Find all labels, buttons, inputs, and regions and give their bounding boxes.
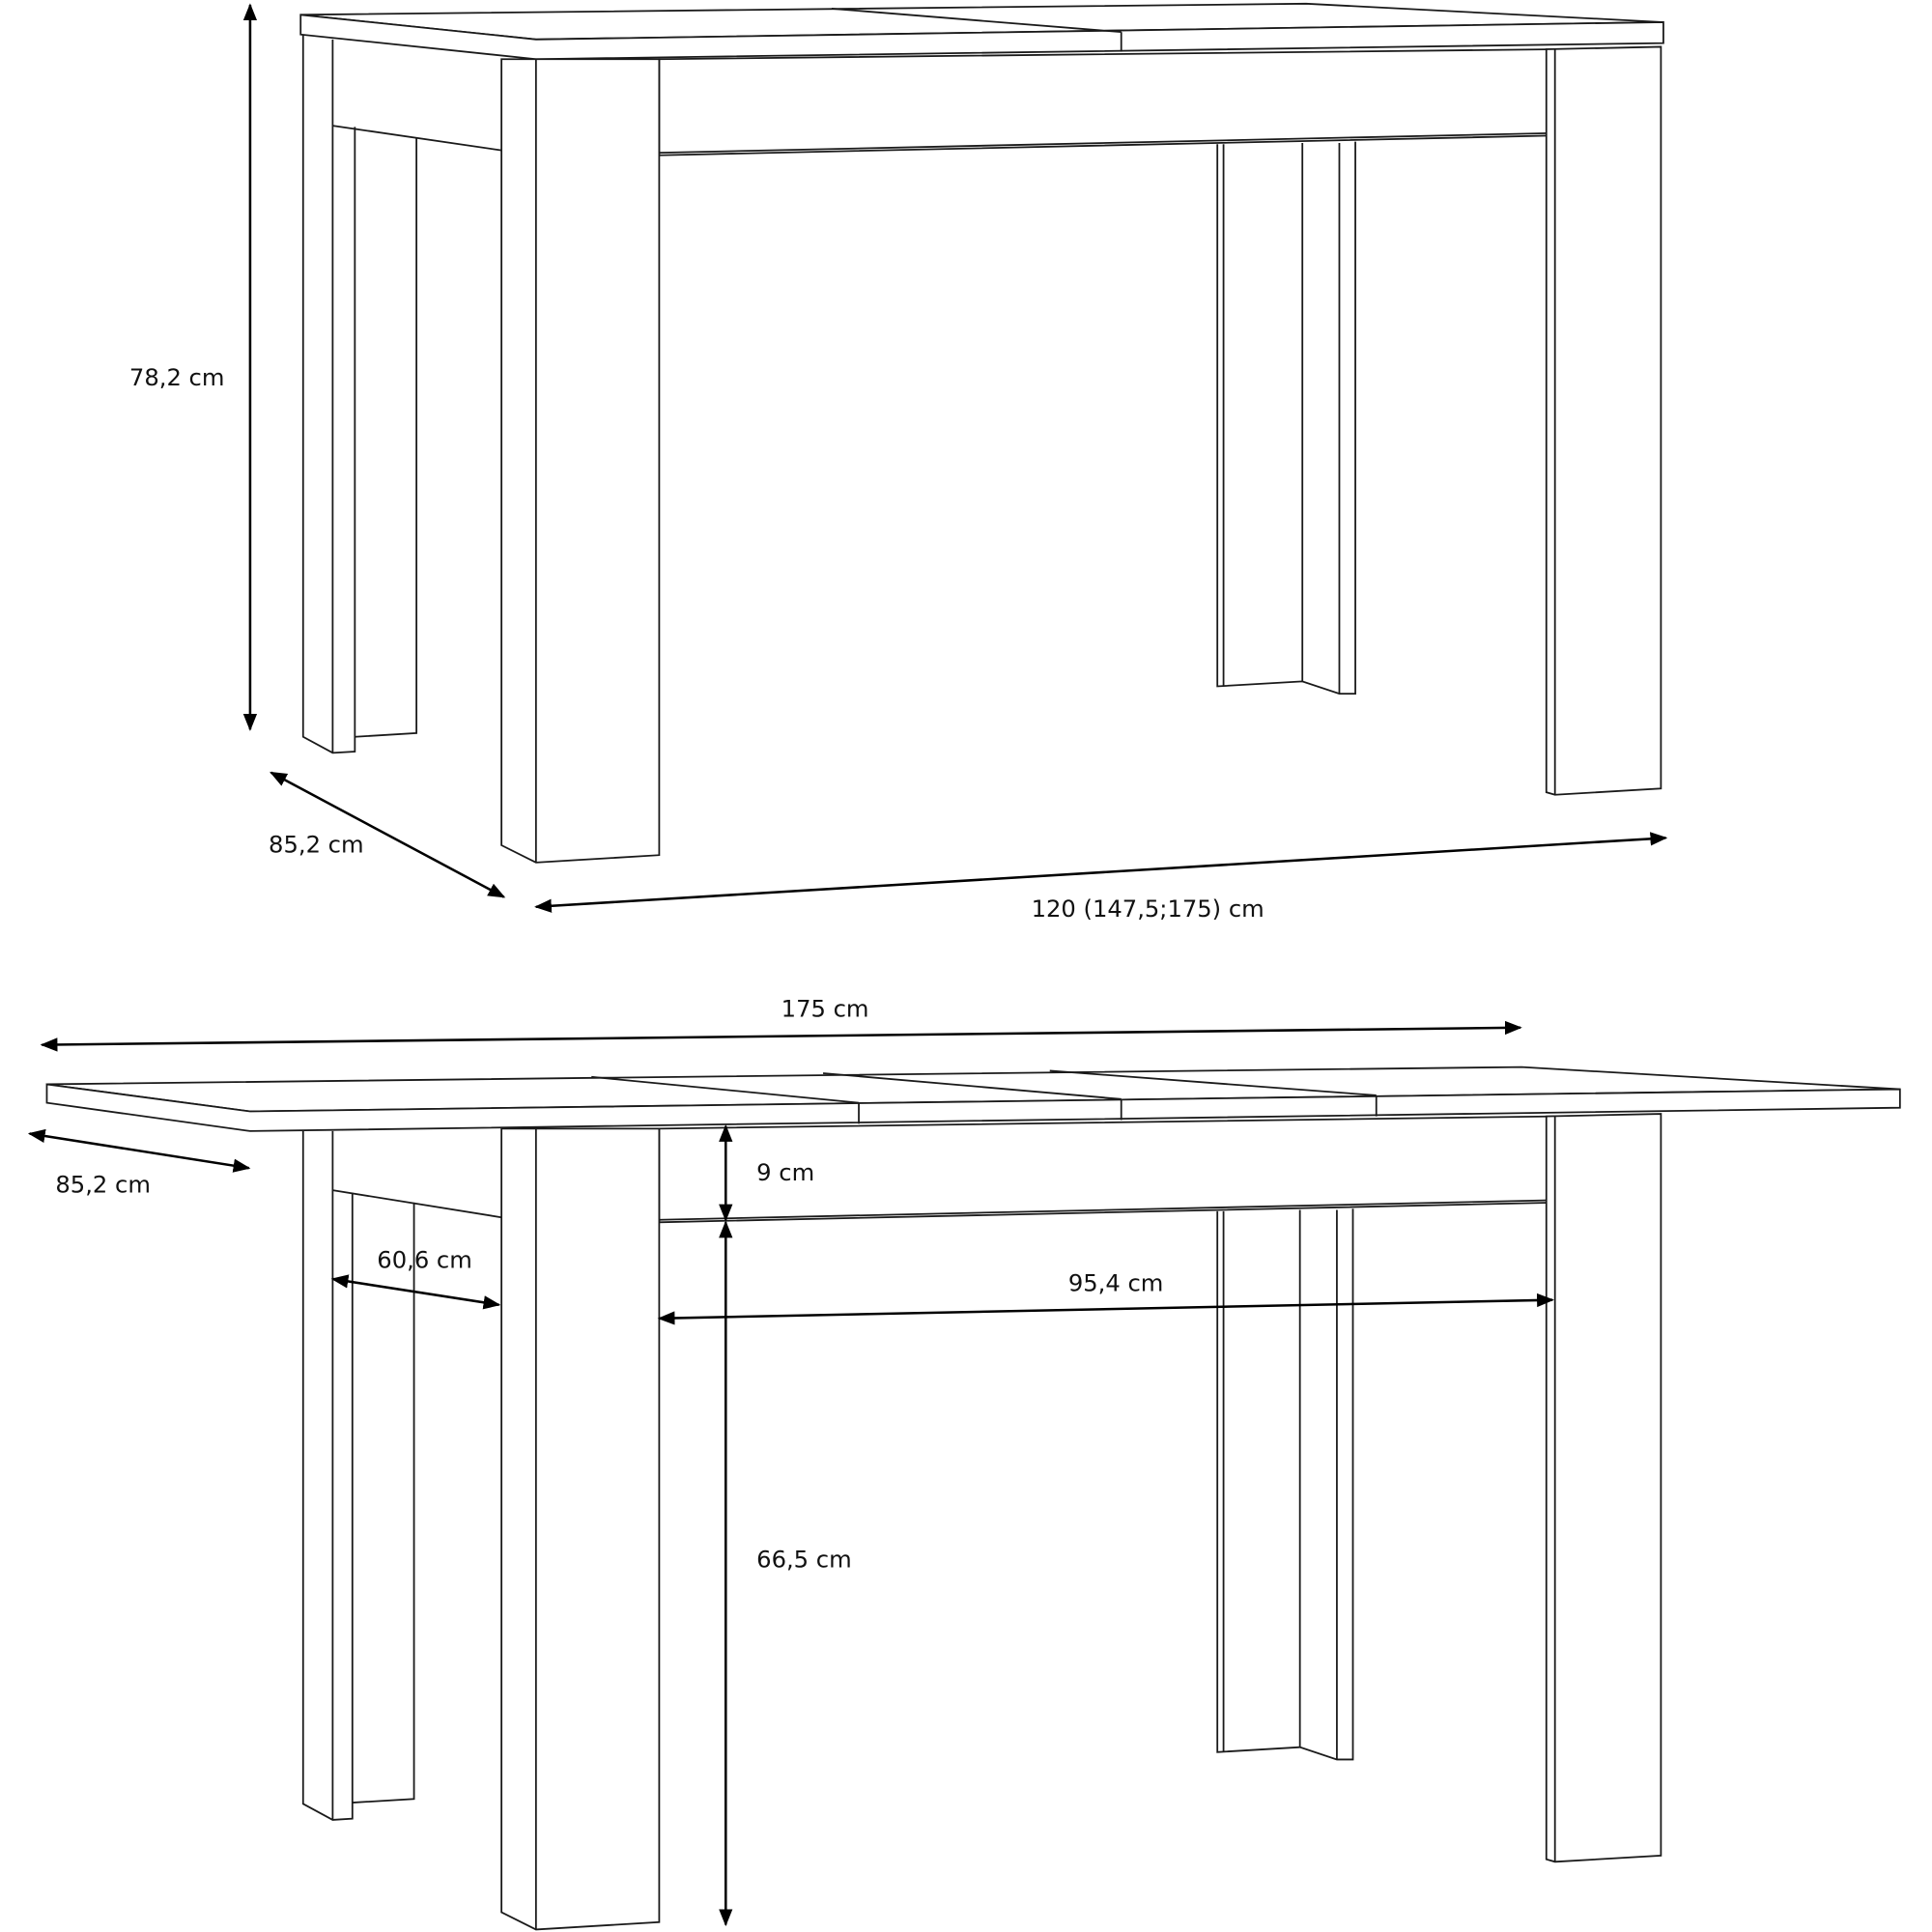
width-dimension-arrow [534, 832, 1668, 913]
bottom-depth-label: 85,2 cm [55, 1172, 151, 1199]
height-label: 78,2 cm [129, 364, 225, 391]
side-inner-arrow [330, 1274, 501, 1310]
extended-width-arrow [40, 1020, 1522, 1052]
top-dimensions: 78,2 cm 85,2 cm 120 (147,5;175) cm [129, 3, 1668, 923]
bottom-depth-arrow [27, 1128, 251, 1173]
depth-dimension-arrow [270, 771, 506, 898]
side-inner-label: 60,6 cm [377, 1247, 472, 1274]
front-inner-label: 95,4 cm [1068, 1270, 1164, 1297]
clearance-label: 66,5 cm [756, 1546, 852, 1573]
front-inner-arrow [657, 1293, 1554, 1325]
depth-label: 85,2 cm [269, 832, 364, 859]
table-extended-drawing [45, 1065, 1901, 1931]
extended-width-label: 175 cm [781, 995, 869, 1022]
apron-height-label: 9 cm [756, 1159, 814, 1186]
bottom-dimensions: 175 cm 85,2 cm 9 cm 60,6 cm 95,4 cm 66,5… [27, 995, 1554, 1927]
width-label: 120 (147,5;175) cm [1032, 895, 1264, 923]
table-closed-drawing [299, 2, 1664, 864]
